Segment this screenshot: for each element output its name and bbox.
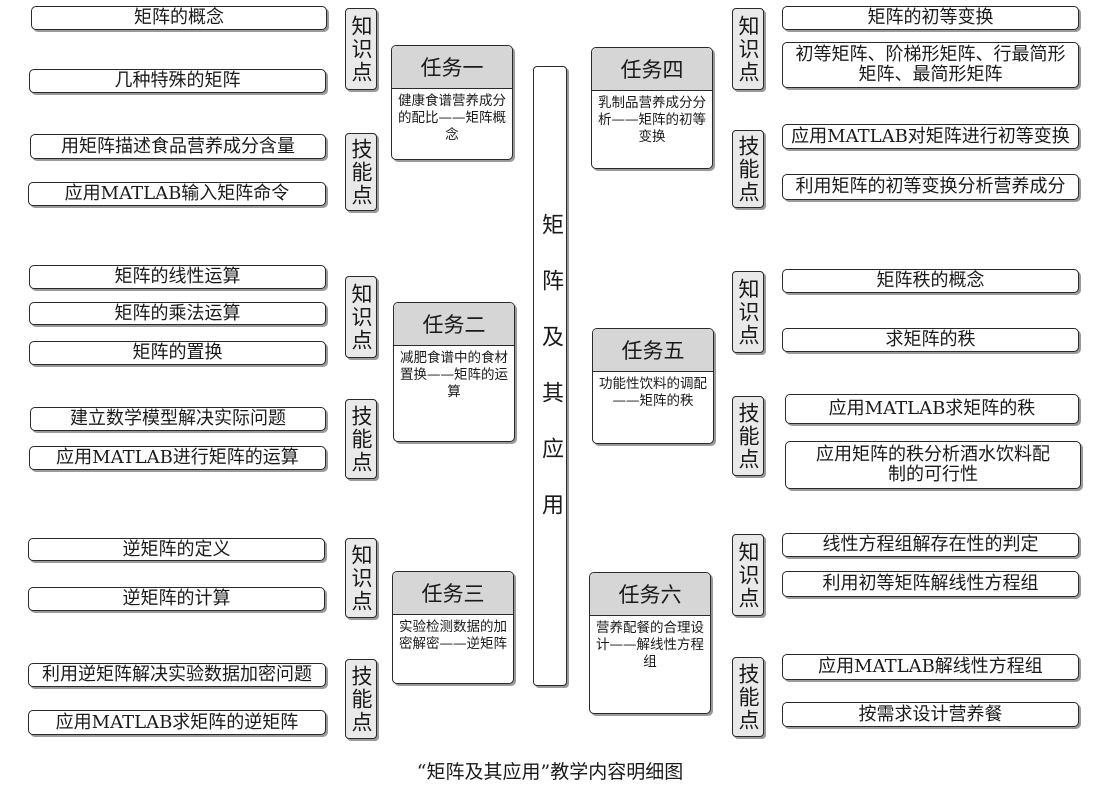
skill-item: 建立数学模型解决实际问题 (30, 407, 326, 431)
knowledge-item: 求矩阵的秩 (782, 328, 1079, 352)
skill-item: 应用MATLAB输入矩阵命令 (28, 182, 326, 206)
knowledge-item: 矩阵的线性运算 (29, 265, 326, 289)
knowledge-label: 知识点 (345, 8, 377, 90)
knowledge-label: 知识点 (345, 538, 377, 618)
task-title: 任务五 (593, 329, 713, 372)
skill-item: 利用矩阵的初等变换分析营养成分 (782, 174, 1079, 200)
knowledge-item: 线性方程组解存在性的判定 (782, 533, 1079, 557)
knowledge-item: 矩阵秩的概念 (782, 269, 1079, 293)
task-box-1: 任务一 健康食谱营养成分的配比——矩阵概念 (391, 45, 513, 160)
task-description: 乳制品营养成分分析——矩阵的初等变换 (598, 95, 706, 145)
task-title: 任务三 (393, 572, 513, 615)
knowledge-label: 知识点 (345, 276, 377, 358)
knowledge-item: 逆矩阵的计算 (28, 587, 325, 611)
skill-item: 应用MATLAB对矩阵进行初等变换 (782, 124, 1079, 149)
task-description: 实验检测数据的加密解密——逆矩阵 (399, 619, 507, 652)
knowledge-item: 几种特殊的矩阵 (29, 69, 326, 93)
skill-label: 技能点 (732, 657, 764, 737)
center-topic: 矩阵及其应用 (533, 66, 567, 686)
task-description: 减肥食谱中的食材置换——矩阵的运算 (400, 350, 508, 400)
task-box-4: 任务四 乳制品营养成分分析——矩阵的初等变换 (591, 47, 713, 169)
task-box-6: 任务六 营养配餐的合理设计——解线性方程组 (589, 572, 711, 714)
center-topic-text: 矩阵及其应用 (538, 213, 563, 549)
task-title: 任务二 (394, 303, 514, 346)
knowledge-item: 矩阵的乘法运算 (29, 302, 326, 325)
skill-label: 技能点 (345, 659, 377, 739)
skill-label: 技能点 (732, 396, 764, 476)
task-description: 营养配餐的合理设计——解线性方程组 (596, 620, 704, 670)
skill-item: 应用MATLAB求矩阵的秩 (785, 394, 1079, 424)
knowledge-item: 初等矩阵、阶梯形矩阵、行最简形矩阵、最简形矩阵 (782, 42, 1079, 88)
task-box-2: 任务二 减肥食谱中的食材置换——矩阵的运算 (393, 302, 515, 442)
skill-item: 应用MATLAB求矩阵的逆矩阵 (28, 710, 326, 735)
knowledge-item: 逆矩阵的定义 (28, 538, 325, 561)
task-description: 功能性饮料的调配——矩阵的秩 (599, 376, 707, 409)
skill-item: 应用MATLAB解线性方程组 (782, 654, 1079, 680)
task-title: 任务六 (590, 573, 710, 616)
task-title: 任务一 (392, 46, 512, 89)
knowledge-item: 矩阵的置换 (29, 341, 326, 365)
knowledge-label: 知识点 (732, 8, 764, 90)
task-description: 健康食谱营养成分的配比——矩阵概念 (398, 93, 506, 143)
figure-caption: “矩阵及其应用”教学内容明细图 (416, 761, 684, 783)
skill-label: 技能点 (345, 399, 377, 479)
skill-item: 应用MATLAB进行矩阵的运算 (29, 446, 326, 470)
knowledge-item: 利用初等矩阵解线性方程组 (782, 571, 1079, 597)
knowledge-item: 矩阵的初等变换 (782, 6, 1079, 30)
skill-item: 利用逆矩阵解决实验数据加密问题 (28, 663, 326, 687)
skill-item: 按需求设计营养餐 (782, 702, 1079, 727)
knowledge-label: 知识点 (732, 271, 764, 353)
knowledge-item: 矩阵的概念 (31, 6, 327, 30)
skill-item: 用矩阵描述食品营养成分含量 (30, 134, 326, 159)
skill-label: 技能点 (732, 130, 764, 208)
task-title: 任务四 (592, 48, 712, 91)
skill-item: 应用矩阵的秩分析酒水饮料配制的可行性 (785, 441, 1081, 489)
skill-label: 技能点 (345, 133, 377, 211)
task-box-5: 任务五 功能性饮料的调配——矩阵的秩 (592, 328, 714, 444)
knowledge-label: 知识点 (732, 534, 764, 616)
task-box-3: 任务三 实验检测数据的加密解密——逆矩阵 (392, 571, 514, 684)
